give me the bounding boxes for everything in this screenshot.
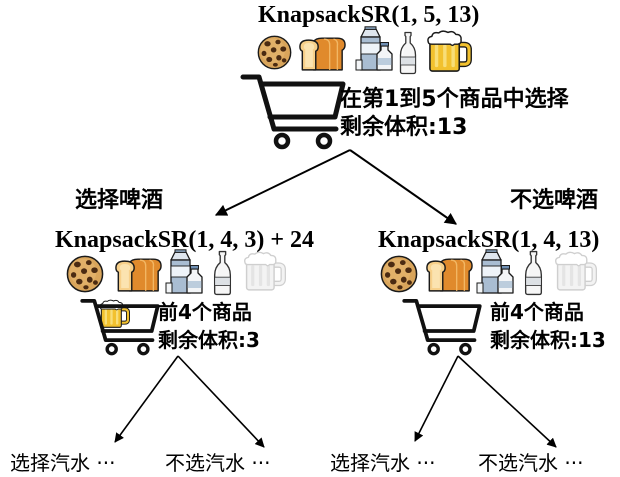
soda-icon <box>524 250 543 296</box>
arrow-right-to-skip-soda <box>457 355 557 448</box>
edge-label-choose-beer: 选择啤酒 <box>75 188 164 213</box>
soda-icon <box>399 31 417 75</box>
shopping-cart-icon <box>402 298 482 356</box>
cookie-icon <box>380 255 418 293</box>
leaf-right-skip-soda: 不选汽水 ··· <box>478 451 584 475</box>
arrow-root-to-choose-beer <box>214 149 351 216</box>
beer-icon <box>428 31 469 71</box>
cookie-icon <box>66 255 104 293</box>
arrow-left-to-choose-soda <box>114 355 179 443</box>
milk-icon <box>355 26 393 71</box>
left-node-title: KnapsackSR(1, 4, 3) + 24 <box>55 227 315 253</box>
right-node-title: KnapsackSR(1, 4, 13) <box>378 227 600 253</box>
milk-icon <box>165 249 203 294</box>
leaf-right-choose-soda: 选择汽水 ··· <box>330 451 436 475</box>
shopping-cart-icon <box>243 77 343 147</box>
root-desc-line1: 在第1到5个商品中选择 <box>340 87 569 112</box>
right-node-desc-line1: 前4个商品 <box>490 300 584 324</box>
beer-faded-icon <box>245 252 284 289</box>
cookie-icon <box>257 35 292 70</box>
bread-icon <box>426 258 473 292</box>
root-title: KnapsackSR(1, 5, 13) <box>258 2 480 28</box>
beer-faded-icon <box>556 252 595 289</box>
edge-label-skip-beer: 不选啤酒 <box>510 188 599 213</box>
arrow-left-to-skip-soda <box>177 355 265 448</box>
bread-icon <box>115 258 162 292</box>
arrow-right-to-choose-soda <box>414 355 459 442</box>
tree-edges <box>114 149 557 448</box>
cart-beer-icon <box>100 300 128 327</box>
right-node-desc-line2: 剩余体积:13 <box>490 328 606 352</box>
bread-icon <box>299 37 346 71</box>
left-node-desc-line2: 剩余体积:3 <box>158 328 260 352</box>
leaf-left-skip-soda: 不选汽水 ··· <box>165 451 271 475</box>
milk-icon <box>476 249 514 294</box>
left-node-desc-line1: 前4个商品 <box>158 300 252 324</box>
leaf-left-choose-soda: 选择汽水 ··· <box>10 451 116 475</box>
root-desc-line2: 剩余体积:13 <box>340 115 468 140</box>
arrow-root-to-skip-beer <box>349 149 457 225</box>
soda-icon <box>213 250 232 296</box>
